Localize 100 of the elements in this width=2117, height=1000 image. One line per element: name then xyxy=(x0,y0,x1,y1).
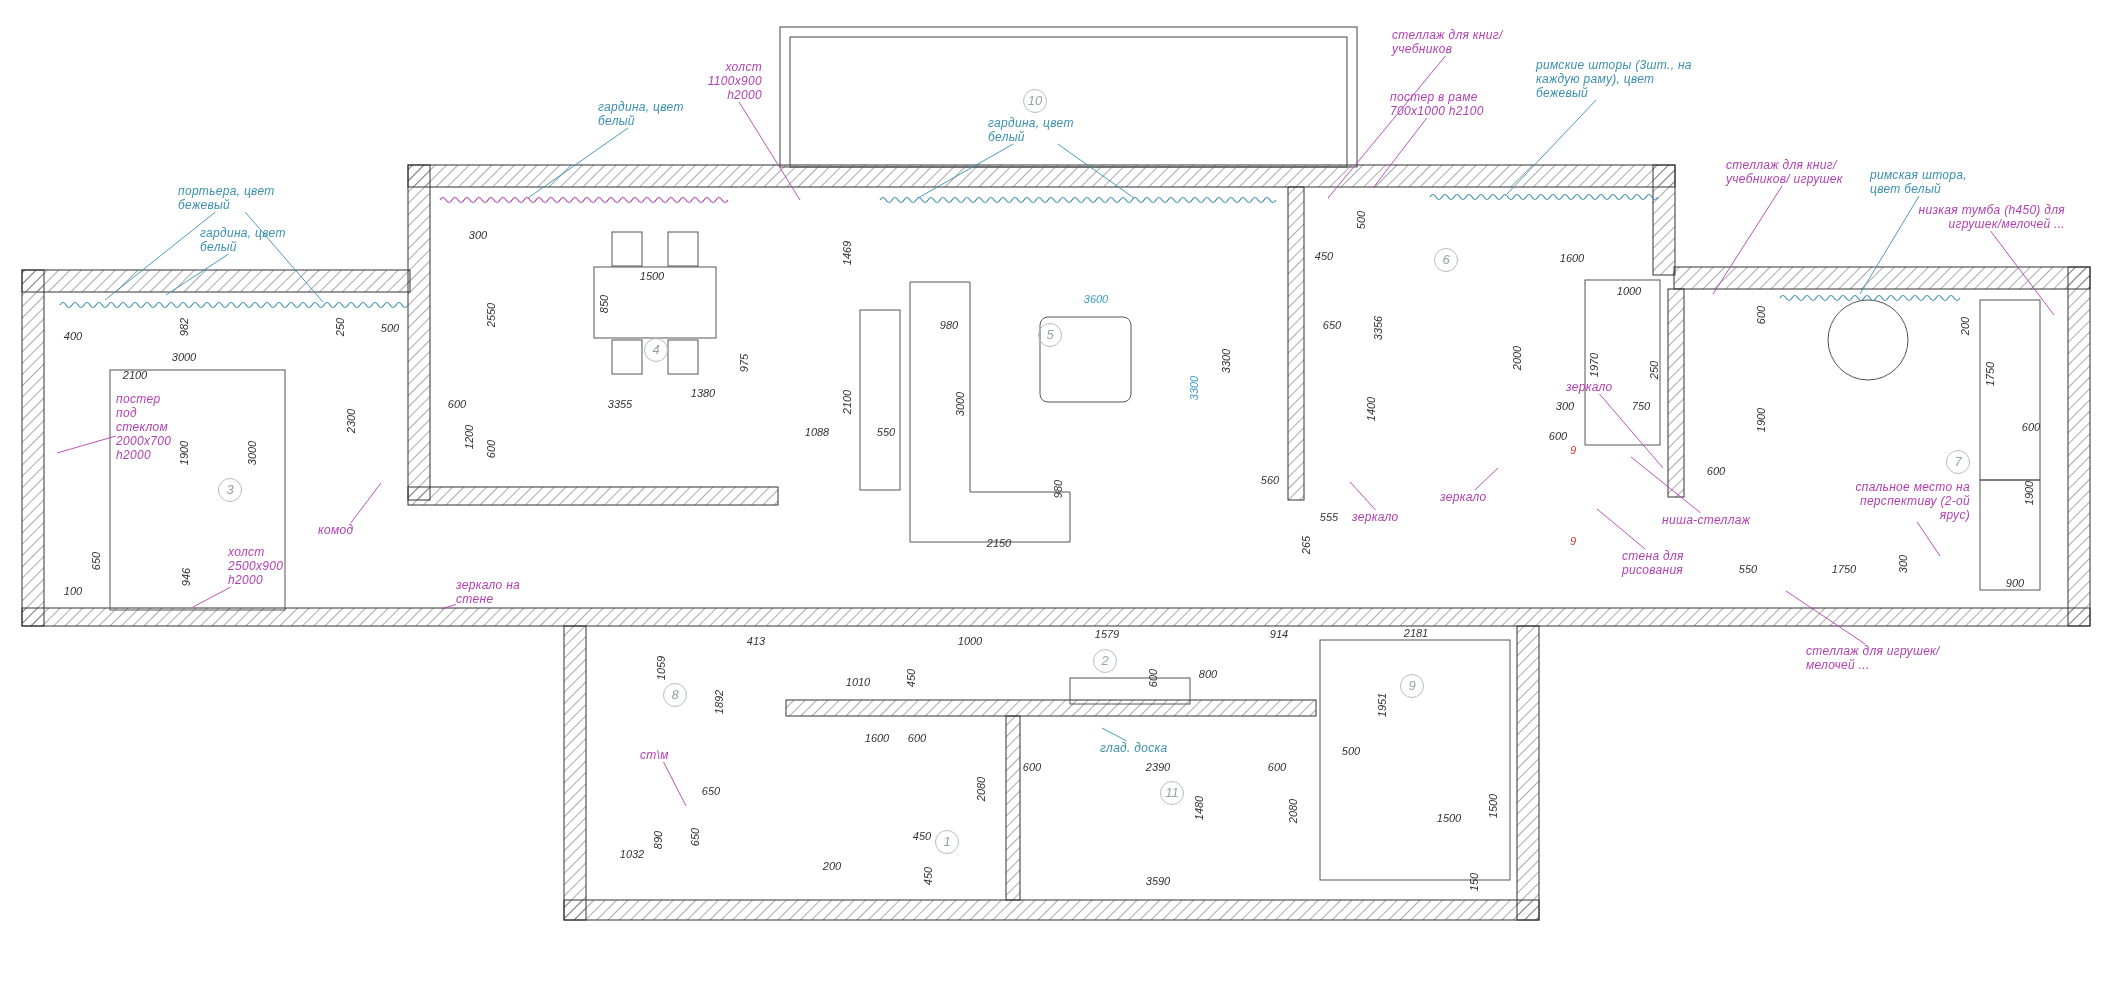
dimension-label: 200 xyxy=(1959,316,1971,336)
dimension-label: 550 xyxy=(876,426,896,438)
leader-line xyxy=(1372,117,1428,189)
leader-line xyxy=(165,253,230,296)
annotation-text: постер в раме 700x1000 h2100 xyxy=(1390,90,1485,118)
dimension-label: 100 xyxy=(63,585,83,597)
dimension-label: 1750 xyxy=(1984,361,1996,387)
dimension-label: 250 xyxy=(1648,360,1660,380)
dimension-label: 600 xyxy=(2021,421,2041,433)
leader-line xyxy=(1101,727,1128,742)
leader-line xyxy=(1785,590,1866,645)
annotation-text: низкая тумба (h450) для игрушек/мелочей ... xyxy=(1895,203,2065,231)
dimension-label: 600 xyxy=(1267,761,1287,773)
annotation-text: римские шторы (3шт., на каждую раму), цвет бежевый xyxy=(1536,58,1696,100)
dimension-label: 450 xyxy=(905,668,917,688)
dimension-label: 650 xyxy=(90,551,102,571)
dimension-label: 500 xyxy=(380,322,400,334)
dimension-label: 2100 xyxy=(841,389,853,415)
dimension-label: 650 xyxy=(689,827,701,847)
leader-line xyxy=(738,101,801,201)
dimension-label: 1600 xyxy=(1559,252,1585,264)
dimension-label: 980 xyxy=(1052,479,1064,499)
annotation-text: ст\м xyxy=(640,748,680,762)
leader-line xyxy=(917,143,1014,199)
dimension-label: 1750 xyxy=(1831,563,1857,575)
annotation-text: римская штора, цвет белый xyxy=(1870,168,1985,196)
dimension-label: 946 xyxy=(180,567,192,587)
dimension-label: 980 xyxy=(939,319,959,331)
leader-line xyxy=(1327,55,1446,199)
dimension-label: 600 xyxy=(1706,465,1726,477)
dimension-label: 1200 xyxy=(463,424,475,450)
dimension-label: 600 xyxy=(1022,761,1042,773)
leader-line xyxy=(1596,508,1646,550)
dimension-label: 600 xyxy=(1548,430,1568,442)
annotation-text: постер под стеклом 2000x700 h2000 xyxy=(116,392,178,462)
leader-line xyxy=(1859,195,1920,295)
dimension-label: 1892 xyxy=(713,689,725,715)
dimension-label: 900 xyxy=(2005,577,2025,589)
leader-line xyxy=(104,211,216,301)
annotation-text: холст 2500x900 h2000 xyxy=(228,545,313,587)
dimension-label: 450 xyxy=(922,866,934,886)
dimension-label: 600 xyxy=(1147,668,1159,688)
annotation-text: стеллаж для книг/учебников xyxy=(1392,28,1522,56)
dimension-label: 500 xyxy=(1355,210,1367,230)
leader-line xyxy=(1506,99,1597,195)
dimension-label: 3300 xyxy=(1188,375,1200,401)
annotation-text: гардина, цвет белый xyxy=(598,100,698,128)
dimension-label: 300 xyxy=(1897,554,1909,574)
annotation-text: холст 1100x900 h2000 xyxy=(690,60,762,102)
dimension-label: 1970 xyxy=(1588,352,1600,378)
annotation-text: зеркало xyxy=(1566,380,1621,394)
annotation-text: зеркало xyxy=(1352,510,1412,524)
leader-line xyxy=(663,761,687,807)
dimension-label: 600 xyxy=(485,439,497,459)
leader-line xyxy=(1474,467,1499,491)
annotation-text: гардина, цвет белый xyxy=(988,116,1088,144)
dimension-label: 550 xyxy=(1738,563,1758,575)
dimension-label: 800 xyxy=(1198,668,1218,680)
dimension-label: 1951 xyxy=(1376,692,1388,718)
dimension-label: 1900 xyxy=(1755,407,1767,433)
dimension-label: 1480 xyxy=(1193,795,1205,821)
dimension-label: 850 xyxy=(598,294,610,314)
dimension-label: 1900 xyxy=(178,440,190,466)
dimension-label: 1500 xyxy=(639,270,665,282)
dimension-label: 2100 xyxy=(122,369,148,381)
annotation-text: зеркало xyxy=(1440,490,1495,504)
annotation-text: стеллаж для игрушек/мелочей ... xyxy=(1806,644,1966,672)
dimension-label: 650 xyxy=(701,785,721,797)
annotation-text: портьера, цвет бежевый xyxy=(178,184,288,212)
dimension-label: 2150 xyxy=(986,537,1012,549)
leader-line xyxy=(1057,143,1135,199)
annotation-text: стена для рисования xyxy=(1622,549,1702,577)
dimension-label: 1500 xyxy=(1487,793,1499,819)
leader-line xyxy=(1599,393,1664,469)
dimension-label: 2300 xyxy=(345,408,357,434)
annotation-text: гардина, цвет белый xyxy=(200,226,300,254)
dimension-label: 265 xyxy=(1300,535,1312,555)
annotation-text: спальное место на перспективу (2-ой ярус) xyxy=(1836,480,1970,522)
dimension-label: 555 xyxy=(1319,511,1339,523)
leader-line xyxy=(1630,456,1702,514)
annotation-text: комод xyxy=(318,523,373,537)
dimension-label: 600 xyxy=(1755,305,1767,325)
dimension-label: 750 xyxy=(1631,400,1651,412)
dimension-label: 500 xyxy=(1341,745,1361,757)
leader-line xyxy=(244,211,324,303)
dimension-label: 1500 xyxy=(1436,812,1462,824)
dimension-label: 1010 xyxy=(845,676,871,688)
dimension-label: 413 xyxy=(746,635,766,647)
dimension-label: 1600 xyxy=(864,732,890,744)
annotation-text: зеркало на стене xyxy=(456,578,536,606)
leader-line xyxy=(350,482,382,524)
dimension-label: 2550 xyxy=(485,302,497,328)
annotation-text: ниша-стеллаж xyxy=(1662,513,1757,527)
dimension-label: 600 xyxy=(447,398,467,410)
leader-line xyxy=(527,127,629,199)
dimension-label: 560 xyxy=(1260,474,1280,486)
dimension-label: 890 xyxy=(652,830,664,850)
dimension-label: 1088 xyxy=(804,426,830,438)
leader-line xyxy=(1712,185,1783,295)
dimension-label: 1400 xyxy=(1365,396,1377,422)
